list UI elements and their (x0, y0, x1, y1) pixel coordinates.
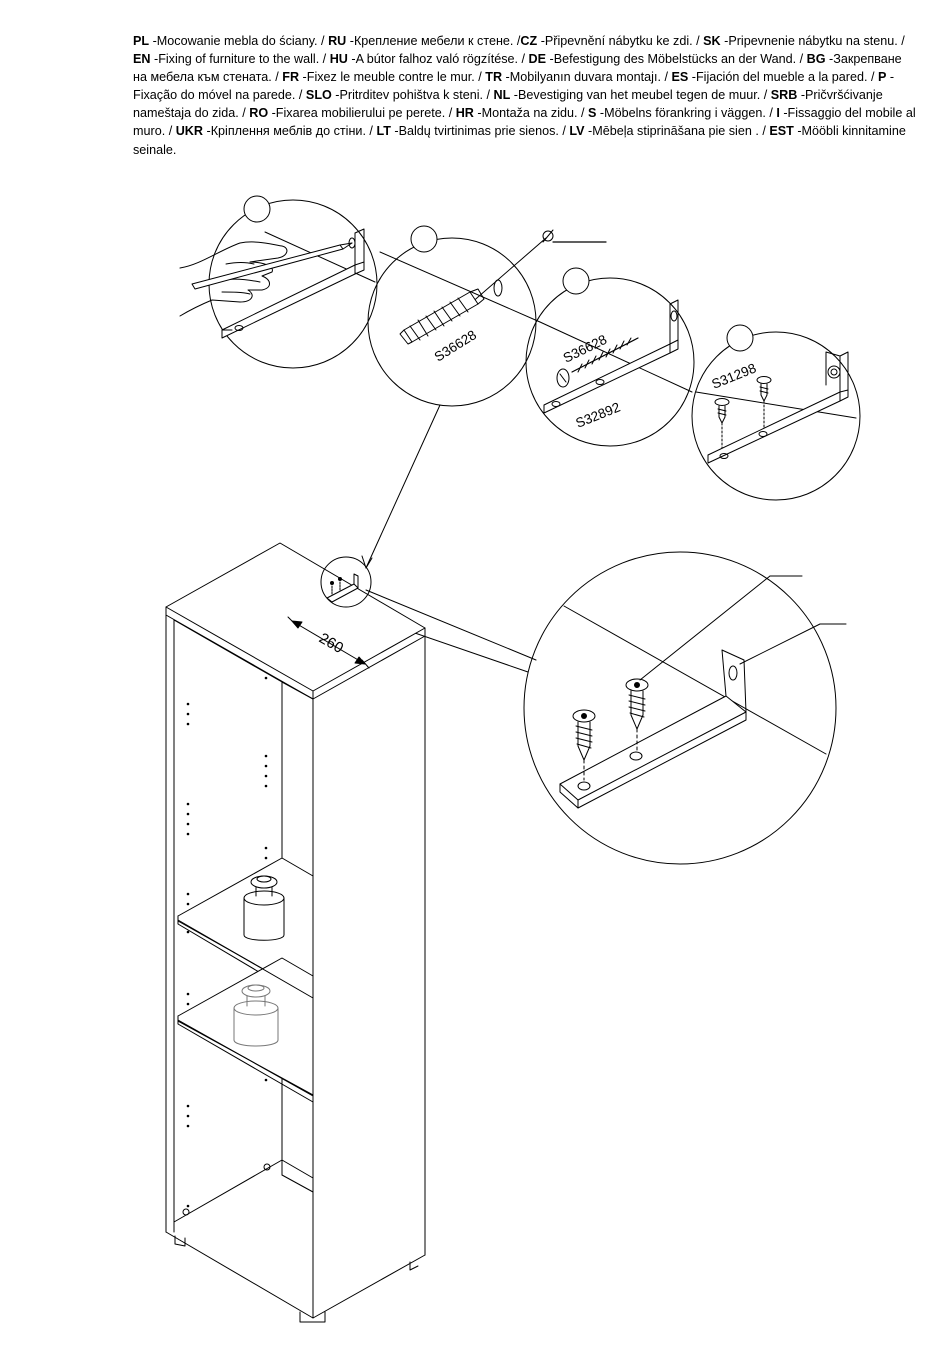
step-marker-1 (243, 195, 271, 223)
detail-dowel: S36628 (367, 225, 607, 407)
detail-long-screw: S36628 S32892 (525, 267, 695, 447)
language-code: UKR (175, 124, 203, 139)
language-code: LT (376, 124, 391, 139)
instruction-translation: -Fijación del mueble a la pared. / (688, 70, 878, 85)
instruction-text: PL -Mocowanie mebla do ściany. / RU -Кре… (133, 32, 918, 159)
step-marker-2 (410, 225, 438, 253)
language-code: FR (282, 70, 300, 85)
instruction-translation: -Fixação do móvel na parede. / (133, 70, 895, 103)
step-marker-3 (562, 267, 590, 295)
language-code: DE (528, 52, 547, 67)
detail-circle-1 (208, 199, 378, 369)
cabinet-top (165, 542, 426, 692)
pointer-line (365, 404, 441, 569)
step-marker-4 (726, 324, 754, 352)
instruction-translation: -Крепление мебели к стене. / (346, 34, 521, 48)
detail-bracket-large (523, 551, 847, 865)
language-code: SRB (770, 88, 798, 103)
instruction-translation: -Montaža na zidu. / (473, 106, 589, 121)
instruction-translation: -Mēbeļa stiprināšana pie sien . / (584, 124, 770, 139)
language-code: P (877, 70, 887, 85)
detail-short-screws: S31298 (691, 324, 861, 501)
language-code: HR (455, 106, 474, 121)
instruction-translation: -Mocowanie mebla do ściany. / (149, 34, 329, 48)
instruction-translation: -Připevnění nábytku ke zdi. / (537, 34, 704, 48)
bookcase: 260 (165, 542, 426, 1323)
weight-icon (243, 875, 285, 941)
language-code: RO (249, 106, 269, 121)
language-code: NL (493, 88, 511, 103)
label-long-screw: S36628 (561, 332, 609, 366)
instruction-translation: -A bútor falhoz való rögzítése. / (347, 52, 529, 67)
language-code: LV (569, 124, 585, 139)
zoom-circle-small (320, 556, 372, 608)
instruction-translation: -Кріплення меблів до стіни. / (203, 124, 377, 139)
label-dowel: S36628 (432, 327, 479, 364)
language-code: BG (806, 52, 826, 67)
instruction-translation: -Закрепване на мебела към стената. / (133, 52, 902, 85)
detail-circle-2 (367, 237, 537, 407)
detail-circle-large (523, 551, 837, 865)
language-code: I (776, 106, 780, 121)
instruction-translation: -Mobilyanın duvara montajı. / (502, 70, 672, 85)
language-code: S (588, 106, 597, 121)
language-code: EST (769, 124, 794, 139)
instruction-translation: -Fissaggio del mobile al muro. / (133, 106, 916, 139)
label-short-screw: S31298 (710, 360, 759, 391)
instruction-translation: -Befestigung des Möbelstücks an der Wand… (546, 52, 807, 67)
instruction-translation: -Möbelns förankring i väggen. / (596, 106, 777, 121)
zoom-line-1 (365, 589, 537, 661)
language-code: ES (671, 70, 689, 85)
instruction-translation: -Fixez le meuble contre le mur. / (299, 70, 486, 85)
language-code: EN (133, 52, 151, 67)
instruction-translation: -Fixing of furniture to the wall. / (150, 52, 330, 67)
language-code: SLO (305, 88, 332, 103)
language-code: SK (703, 34, 721, 48)
shelf-pin-holes (186, 676, 268, 1208)
instruction-translation: -Bevestiging van het meubel tegen de muu… (510, 88, 771, 103)
instruction-translation: -Fixarea mobilierului pe perete. / (268, 106, 456, 121)
label-bracket: S32892 (574, 399, 623, 430)
language-code: RU (328, 34, 347, 48)
weight-icon (233, 984, 279, 1047)
language-code: CZ (520, 34, 538, 48)
language-code: PL (133, 34, 150, 48)
instruction-translation: -Pripevnenie nábytku na stenu. / (720, 34, 905, 48)
instruction-translation: -Pritrditev pohištva k steni. / (331, 88, 494, 103)
instruction-translation: -Pričvršćivanje nameštaja do zida. / (133, 88, 883, 121)
instruction-translation: -Mööbli kinnitamine seinale. (133, 124, 906, 157)
wall-bracket (326, 573, 359, 603)
detail-marking-hole (179, 195, 378, 369)
language-code: HU (329, 52, 348, 67)
instruction-translation: -Baldų tvirtinimas prie sienos. / (390, 124, 570, 139)
detail-circle-4 (691, 331, 861, 501)
language-code: TR (485, 70, 503, 85)
detail-circle-3 (525, 277, 695, 447)
